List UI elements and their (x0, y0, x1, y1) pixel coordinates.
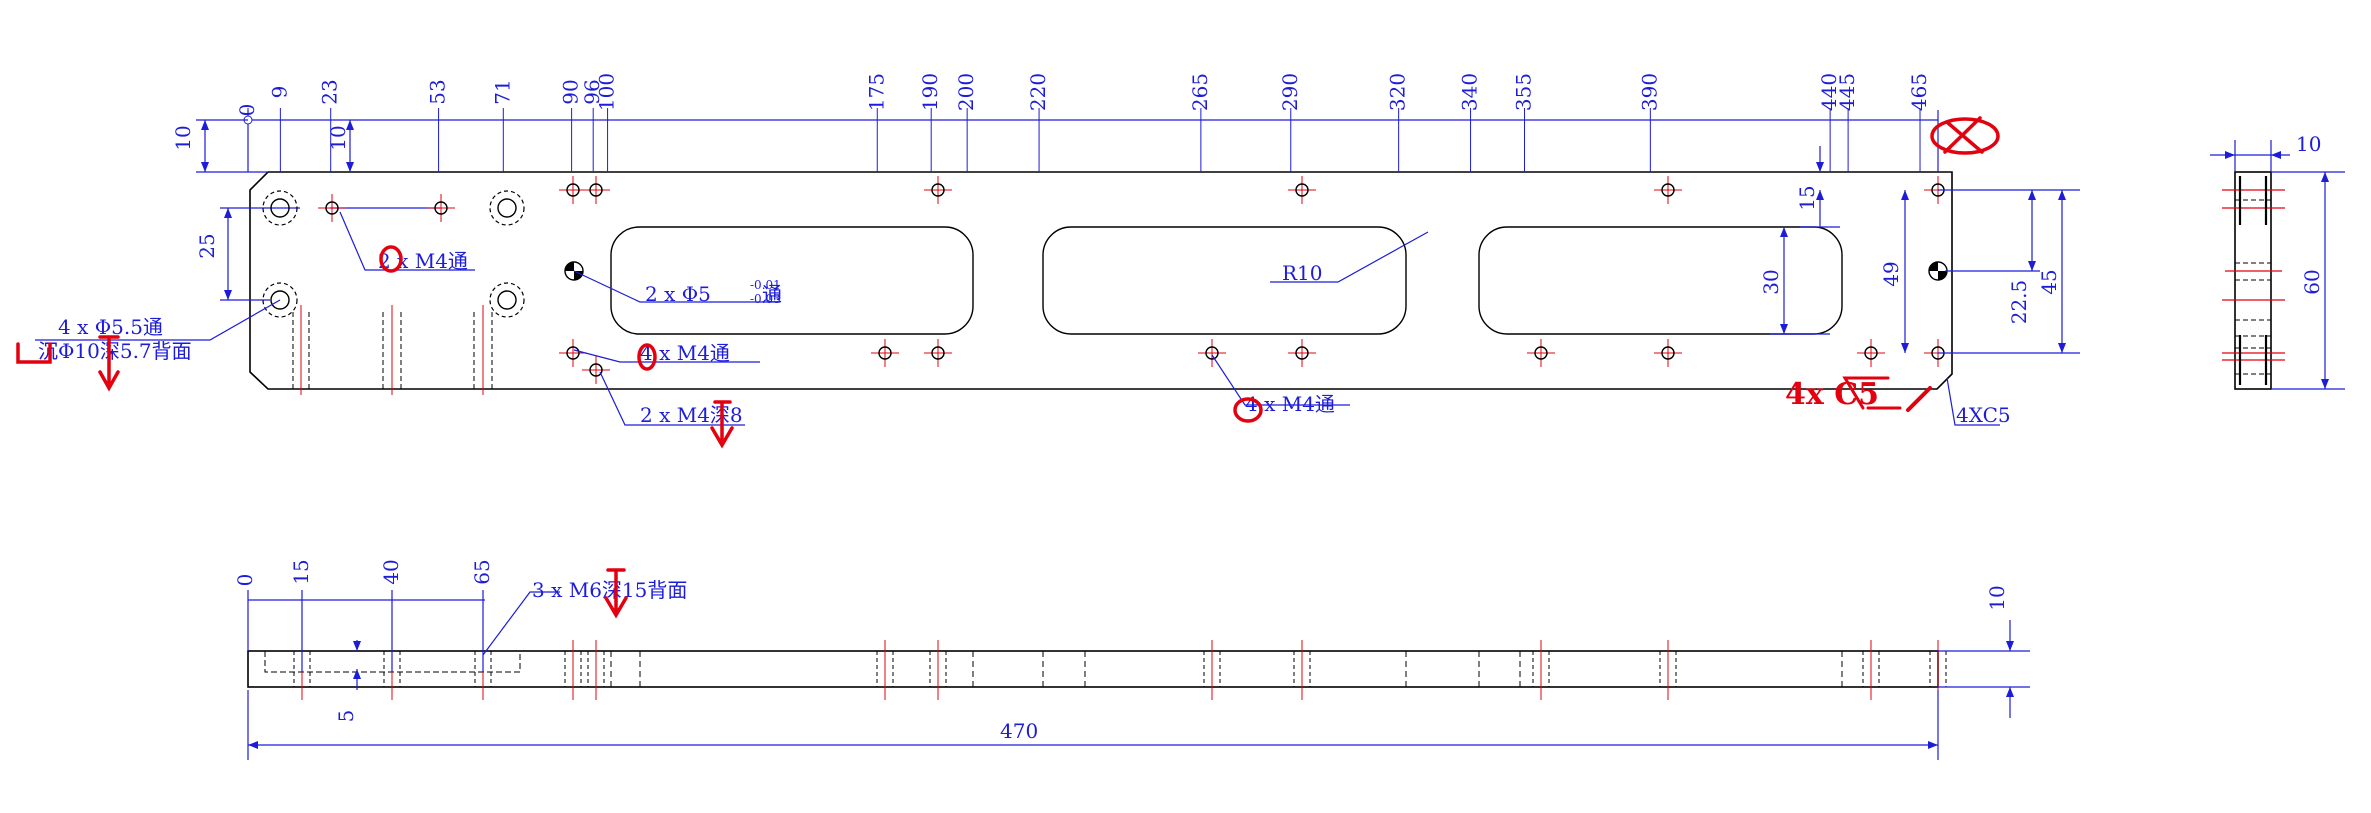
x-dim-label: 53 (426, 79, 450, 104)
callout-cbore-line2: 沉Φ10深5.7背面 (38, 339, 192, 363)
front-view: 0 15 40 65 5 10 470 3 x M6深15背面 (233, 559, 2030, 760)
x-dim-label: 320 (1386, 73, 1410, 111)
x-dim-label: 290 (1278, 73, 1302, 111)
x-dim-label: 71 (490, 79, 514, 104)
m4-hole (1288, 176, 1316, 204)
m4-hole (871, 339, 899, 367)
x-dim-label: 96 (580, 79, 604, 104)
callout-cbore-line1: 4 x Φ5.5通 (58, 315, 163, 339)
markup-chamfer-note: 4x C5 (1785, 377, 1879, 412)
m4-holes (318, 176, 1952, 384)
m4-hole (1857, 339, 1885, 367)
m4-hole (582, 356, 610, 384)
dim-left-25: 25 (195, 233, 219, 258)
m4-hole (582, 176, 610, 204)
dim-inner-10: 10 (326, 125, 350, 150)
callout-pin-d5-tol-upper: -0.01 (750, 278, 781, 292)
callout-pin-d5-suffix: 通 (762, 282, 782, 306)
front-dim-15: 15 (289, 559, 313, 584)
m4-hole (427, 194, 455, 222)
callout-pin-d5-tol-lower: -0.03 (750, 292, 781, 306)
markup-depth-1 (710, 400, 734, 449)
overall-length-470: 470 (1000, 719, 1038, 743)
leaders (35, 211, 2000, 426)
x-dim-label: 190 (918, 73, 942, 111)
front-dim-10: 10 (1985, 585, 2009, 610)
x-dim-label: 440 (1817, 73, 1841, 111)
x-dim-label: 220 (1026, 73, 1050, 111)
m4-hole (924, 339, 952, 367)
dim-15: 15 (1795, 185, 1819, 210)
side-dim-60: 60 (2300, 269, 2324, 294)
right-dims (1770, 146, 2080, 354)
m4-hole (1198, 339, 1226, 367)
dim-49: 49 (1879, 261, 1903, 286)
m4-hole (1654, 339, 1682, 367)
front-dim-0: 0 (233, 574, 257, 587)
dim-30: 30 (1759, 269, 1783, 294)
markup-circle-1 (379, 245, 403, 273)
m4-hole (1654, 176, 1682, 204)
markup-cbore-symbol (16, 342, 52, 364)
left-vertical-dims (196, 119, 300, 301)
x-dim-label: 465 (1907, 73, 1931, 111)
x-dim-label: 340 (1458, 73, 1482, 111)
markup-circle-x (1930, 117, 2000, 155)
m4-hole (1527, 339, 1555, 367)
markup-depth-2 (604, 568, 628, 619)
counterbore-holes (262, 190, 525, 318)
side-dim-10: 10 (2296, 132, 2321, 156)
x-dim-label: 0 (235, 104, 259, 117)
front-dim-5: 5 (334, 710, 358, 723)
x-dim-label: 200 (954, 73, 978, 111)
slot-1 (610, 226, 974, 335)
x-dim-label: 445 (1835, 73, 1859, 111)
dim-left-10: 10 (171, 125, 195, 150)
red-markup (16, 116, 2000, 619)
dim-22-5: 22.5 (2007, 280, 2031, 325)
hidden-m6-holes (292, 312, 493, 389)
plate-outline (249, 171, 1953, 390)
x-dim-label: 390 (1637, 73, 1661, 111)
markup-circle-2 (637, 343, 657, 371)
markup-depth-3 (98, 335, 120, 392)
side-view: 10 60 (2210, 132, 2345, 390)
front-dim-40: 40 (379, 559, 403, 584)
dim-45: 45 (2037, 269, 2061, 294)
x-dim-label: 23 (318, 79, 342, 104)
callout-m4-depth: 2 x M4深8 (640, 403, 743, 427)
callout-pin-d5: 2 x Φ5 (645, 282, 711, 306)
x-dim-label: 265 (1188, 73, 1212, 111)
front-outline (247, 650, 1939, 688)
callout-radius: R10 (1282, 261, 1323, 285)
callout-pin-d5-main: 2 x Φ5 (645, 282, 711, 306)
x-dim-label: 9 (267, 86, 291, 99)
x-dim-label: 175 (864, 73, 888, 111)
x-dim-label: 100 (595, 73, 619, 111)
slot-2 (1042, 226, 1407, 335)
m4-hole (559, 339, 587, 367)
x-dim-label: 90 (559, 79, 583, 104)
m4-hole (318, 194, 346, 222)
m4-hole (924, 176, 952, 204)
callout-chamfer: 4XC5 (1956, 403, 2011, 427)
callout-m6: 3 x M6深15背面 (532, 578, 687, 602)
x-dimension-chain (247, 110, 1939, 172)
slot-3 (1478, 226, 1843, 335)
m4-hole (1288, 339, 1316, 367)
x-dim-label: 355 (1511, 73, 1535, 111)
front-dim-65: 65 (470, 559, 494, 584)
markup-circle-3 (1233, 397, 1263, 423)
